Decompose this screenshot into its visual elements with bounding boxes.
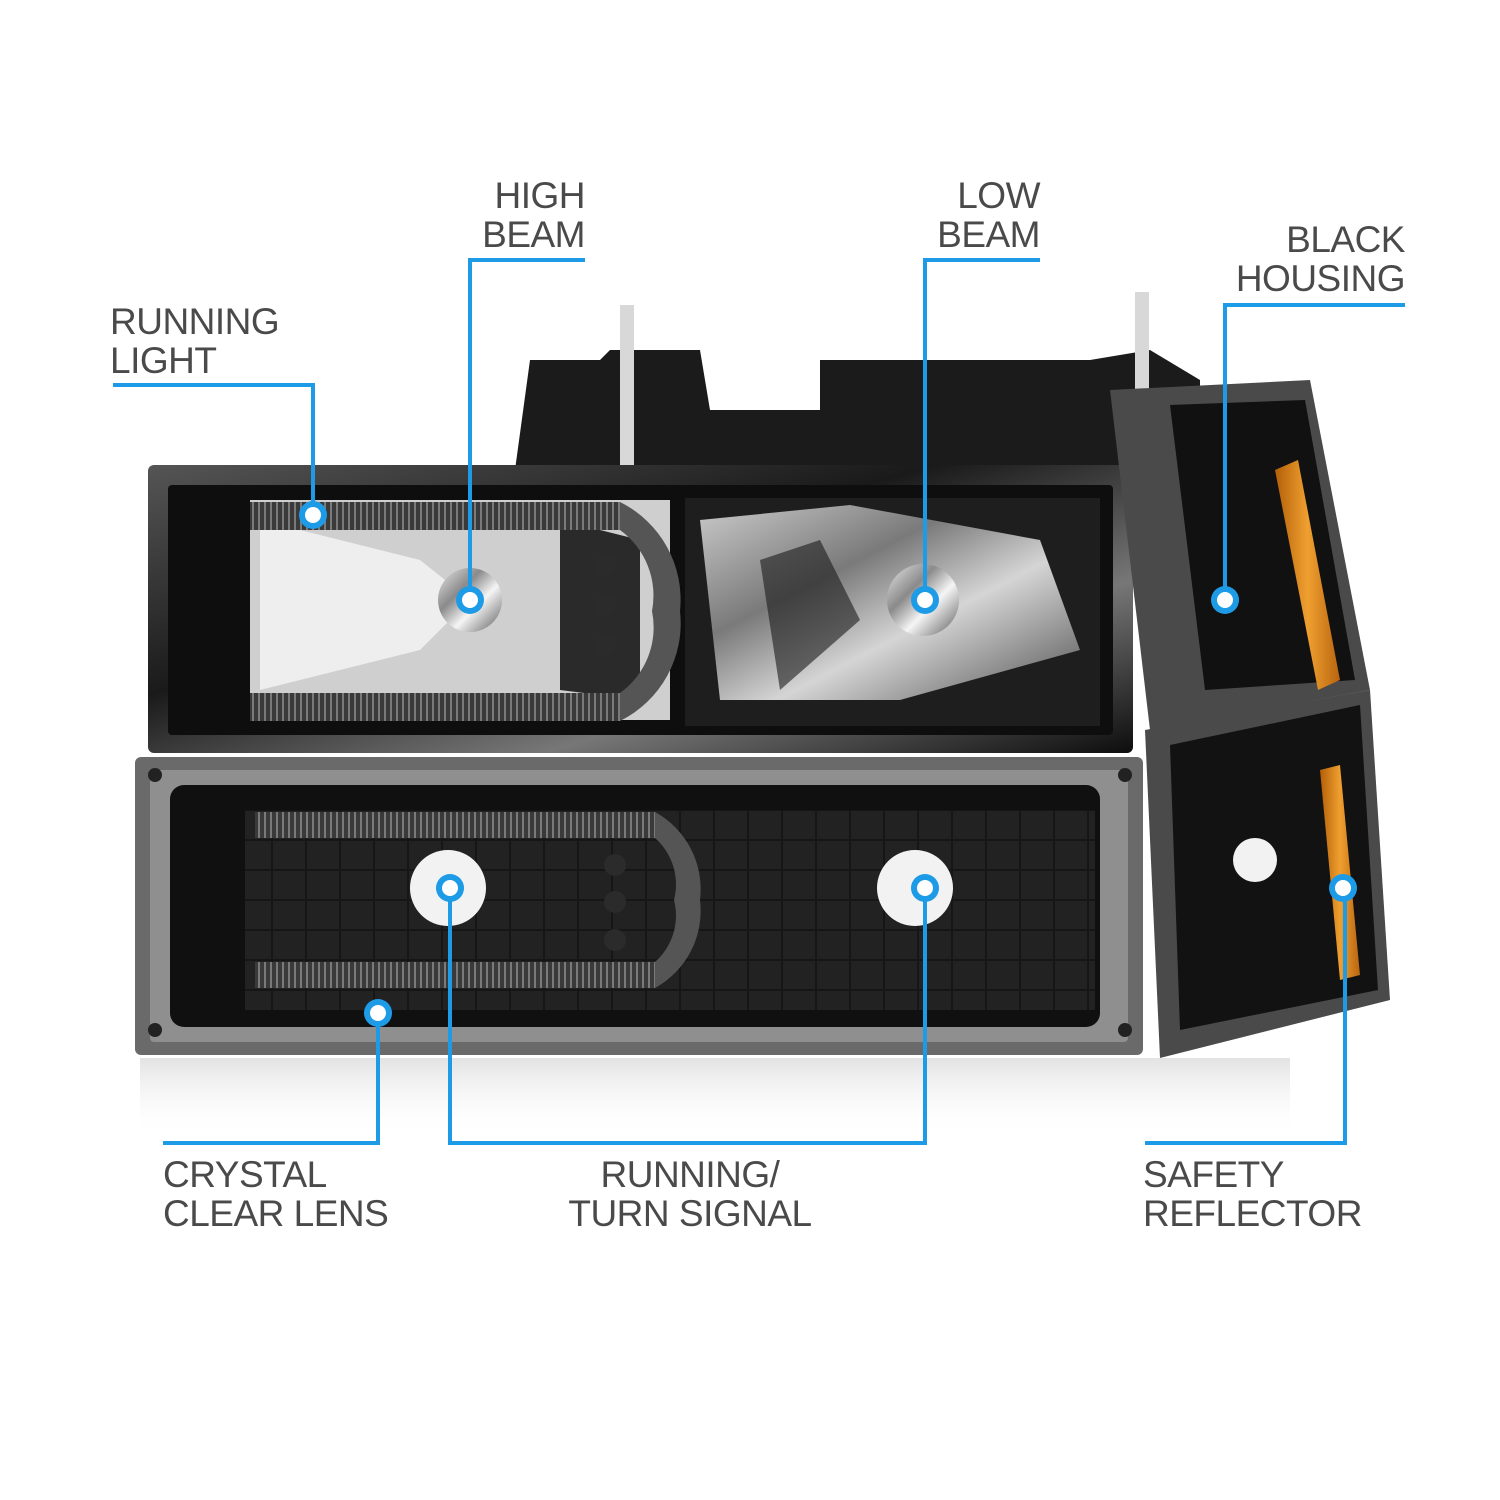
upper-corner-light [1110,380,1370,730]
dot-low-beam [911,586,939,614]
label-high-beam: HIGH BEAM [430,176,585,254]
label-black-housing-line1: BLACK [1286,219,1405,260]
callout-line-running-light [113,383,315,515]
dot-running-right [911,874,939,902]
adjuster-bolt-left [620,305,634,465]
headlight-housing [148,465,1133,753]
label-high-beam-line1: HIGH [494,175,586,216]
adjuster-bolt-right [1135,292,1149,412]
callout-line-black-housing [1223,303,1405,600]
lower-corner-light [1145,690,1390,1058]
label-black-housing-line2: HOUSING [1235,258,1406,299]
parking-lamp [135,757,1143,1055]
label-crystal-clear-lens-line1: CRYSTAL [163,1154,327,1195]
dot-high-beam [456,586,484,614]
label-low-beam-line1: LOW [957,175,1040,216]
dot-crystal-clear-lens [364,999,392,1027]
label-low-beam: LOW BEAM [880,176,1040,254]
label-low-beam-line2: BEAM [937,214,1040,255]
dot-black-housing [1211,586,1239,614]
dot-running-left [436,874,464,902]
label-crystal-clear-lens: CRYSTAL CLEAR LENS [163,1154,389,1234]
callout-line-safety-reflector [1145,890,1347,1145]
callout-lines [113,258,1405,1145]
label-safety-reflector: SAFETY REFLECTOR [1143,1155,1362,1233]
label-running-light-line1: RUNNING [110,301,280,342]
floor-reflection [140,1058,1290,1138]
dot-safety-reflector [1329,874,1357,902]
dot-running-light [299,501,327,529]
amber-side-marker [1275,460,1340,690]
amber-reflector [1320,765,1360,980]
label-crystal-clear-lens-line2: CLEAR LENS [163,1193,389,1234]
label-running-turn-signal: RUNNING/ TURN SIGNAL [560,1155,820,1233]
callout-dots [299,501,1357,1027]
callout-line-crystal-clear-lens [163,1013,380,1145]
label-black-housing: BLACK HOUSING [1180,219,1406,299]
label-running-turn-signal-line1: RUNNING/ [600,1154,780,1195]
callout-line-running-turn-signal [448,890,927,1145]
callout-line-high-beam [468,258,585,600]
mounting-bracket [515,292,1200,470]
callout-line-low-beam [923,258,1040,600]
label-running-turn-signal-line2: TURN SIGNAL [568,1193,812,1234]
label-running-light-line2: LIGHT [110,340,217,381]
label-safety-reflector-line1: SAFETY [1143,1154,1284,1195]
label-running-light: RUNNING LIGHT [110,301,280,381]
label-safety-reflector-line2: REFLECTOR [1143,1193,1362,1234]
label-high-beam-line2: BEAM [482,214,585,255]
